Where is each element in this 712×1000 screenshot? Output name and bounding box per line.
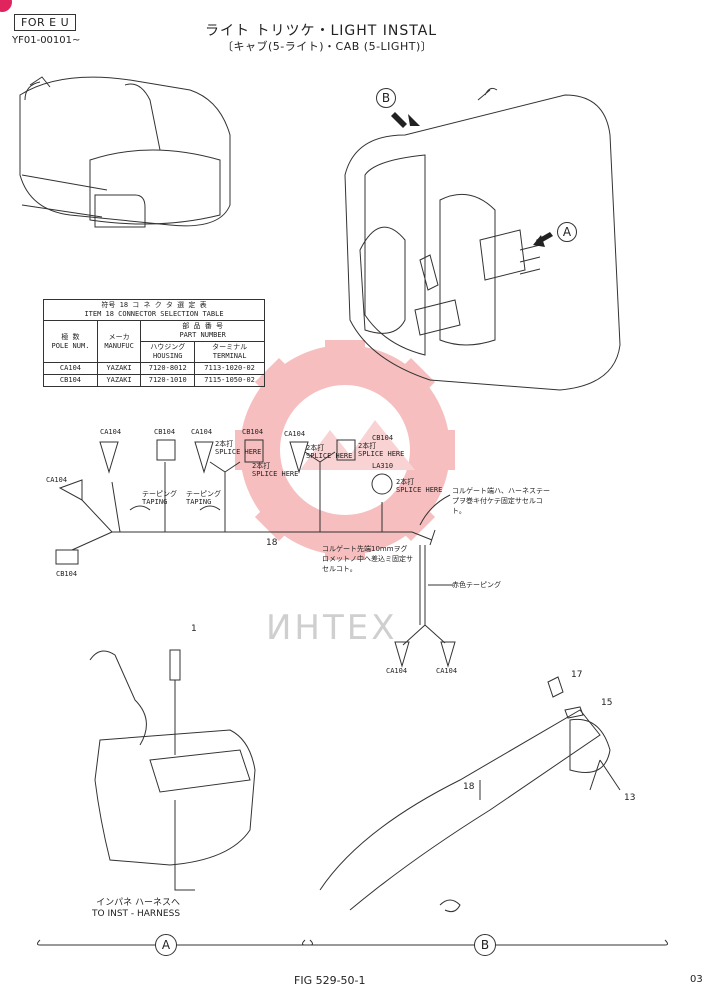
corner-marker [0, 0, 12, 12]
callout-15: 15 [601, 698, 613, 708]
lamp-label: LA310 [372, 462, 394, 470]
page-title: ライト トリツケ・LIGHT INSTAL [205, 23, 438, 39]
col-maker: メーカ MANUFUC [96, 320, 142, 363]
note-red-tape: 赤色テーピング [452, 581, 501, 589]
conn-bottom-right: CA104 [436, 667, 458, 675]
item-18-label: 18 [266, 538, 278, 548]
table-title-en: ITEM 18 CONNECTOR SELECTION TABLE [84, 310, 224, 318]
conn-label: CA104 [191, 428, 213, 436]
callout-17: 17 [571, 670, 583, 680]
conn-label: CA104 [284, 430, 306, 438]
region-tag: FOR E U [14, 14, 77, 31]
note-grommet: コルゲート先端10mmヲグロメットノ中へ差込ミ固定サセルコト。 [322, 545, 413, 573]
figure-number: FIG 529-50-1 [294, 974, 366, 987]
table-row: CB104 YAZAKI 7120-1010 7115-1050-02 [43, 374, 265, 387]
view-b-label: B [474, 934, 496, 956]
callout-a-cab: A [557, 222, 577, 242]
conn-left-bottom: CB104 [56, 570, 78, 578]
note-corrugate-end: コルゲート端ハ、ハーネステープヲ巻キ付ケテ固定サセルコト。 [452, 487, 550, 515]
callout-13: 13 [624, 793, 636, 803]
table-title-jp: 符号 18 コ ネ ク タ 選 定 表 [101, 301, 207, 309]
conn-left-top: CA104 [46, 476, 68, 484]
conn-label: CB104 [154, 428, 176, 436]
conn-bottom-left: CA104 [386, 667, 408, 675]
conn-label: CB104 [372, 434, 394, 442]
page-number: 03 [690, 974, 703, 985]
col-pole: 極 数 POLE NUM. [43, 320, 98, 363]
callout-18: 18 [463, 782, 475, 792]
watermark-gear [235, 340, 455, 560]
table-row: CA104 YAZAKI 7120-8012 7113-1020-02 [43, 362, 265, 375]
page-subtitle: 〔キャブ(5-ライト)・CAB (5-LIGHT)〕 [222, 40, 433, 53]
view-a-label: A [155, 934, 177, 956]
arrow-a [533, 232, 553, 247]
col-terminal: ターミナル TERMINAL [194, 341, 265, 363]
col-housing: ハウジング HOUSING [140, 341, 196, 363]
conn-label: CB104 [242, 428, 264, 436]
arrow-b [391, 112, 420, 128]
callout-b-cab: B [376, 88, 396, 108]
col-part-number: 部 品 番 号 PART NUMBER [140, 320, 265, 342]
callout-1: 1 [191, 624, 197, 634]
serial-range: YF01-00101~ [12, 35, 81, 46]
watermark-text: ИНТЕХ [266, 608, 398, 648]
conn-label: CA104 [100, 428, 122, 436]
